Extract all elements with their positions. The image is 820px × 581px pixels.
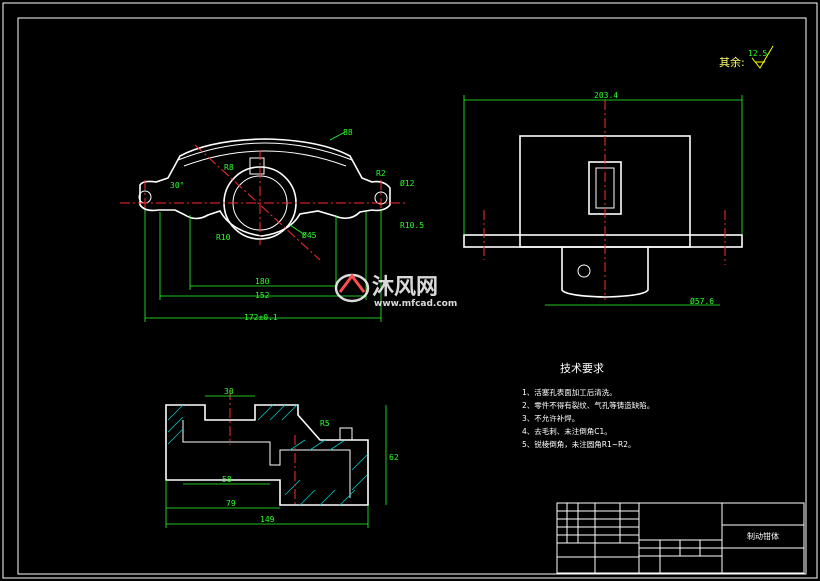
tech-req-item-5: 5、锐棱倒角，未注圆角R1~R2。 xyxy=(522,439,636,449)
section-view: 30 R5 58 79 149 62 xyxy=(165,387,399,528)
side-flange xyxy=(463,234,743,248)
watermark: 沐风网 www.mfcad.com xyxy=(334,273,457,309)
roughness-symbol-icon xyxy=(751,45,774,69)
top-arc-inner xyxy=(183,150,347,167)
dim-79: 79 xyxy=(226,499,236,508)
bleed-boss xyxy=(249,157,265,175)
watermark-logo-icon xyxy=(334,273,370,303)
dim-r8: R8 xyxy=(224,163,234,172)
dim-180: 180 xyxy=(255,277,270,286)
caliper-outline xyxy=(139,138,391,237)
side-cylinder xyxy=(561,247,649,298)
dim-r5: R5 xyxy=(320,419,330,428)
surface-mark-value: 12.5 xyxy=(748,49,767,58)
dim-149: 149 xyxy=(260,515,275,524)
section-outline xyxy=(165,404,369,506)
dim-30b: 30 xyxy=(224,387,234,396)
dim-58: 58 xyxy=(222,475,232,484)
section-fitting xyxy=(339,427,353,441)
hatch-left xyxy=(167,404,298,445)
dim-phi45: Ø45 xyxy=(302,230,317,240)
hatch-right xyxy=(284,439,368,506)
side-port xyxy=(577,264,591,278)
dim-r10-5: R10.5 xyxy=(400,221,424,230)
title-block-part-name: 制动钳体 xyxy=(747,531,779,541)
tech-req-item-1: 1、活塞孔表面加工后清洗。 xyxy=(522,387,617,397)
surface-roughness-mark: 其余: 12.5 xyxy=(719,45,774,69)
dim-88: 88 xyxy=(343,128,353,137)
dim-172: 172±0.1 xyxy=(244,313,278,322)
surface-mark-label: 其余: xyxy=(719,55,745,69)
dim-r10: R10 xyxy=(216,233,231,242)
front-view: 30° 88 R2 R8 Ø12 Ø45 R10 R10.5 180 152 1… xyxy=(120,128,424,322)
dim-r2: R2 xyxy=(376,169,386,178)
watermark-brand: 沐风网 xyxy=(372,275,438,300)
dim-203: 203.4 xyxy=(594,91,618,100)
watermark-url: www.mfcad.com xyxy=(374,299,457,309)
inner-border xyxy=(17,17,807,575)
dim-phi12: Ø12 xyxy=(400,178,415,188)
tech-req-item-4: 4、去毛刺、未注倒角C1。 xyxy=(522,426,612,436)
tech-requirements: 技术要求 1、活塞孔表面加工后清洗。 2、零件不得有裂纹、气孔等铸造缺陷。 3、… xyxy=(522,362,654,449)
tech-req-item-3: 3、不允许补焊。 xyxy=(522,413,579,423)
leader-phi45 xyxy=(289,224,306,236)
dim-30-deg: 30° xyxy=(170,181,184,190)
side-window xyxy=(588,161,622,215)
tech-req-title: 技术要求 xyxy=(560,362,604,375)
dim-phi57: Ø57.6 xyxy=(690,296,714,306)
top-arc xyxy=(177,142,353,161)
section-inner xyxy=(182,420,351,498)
title-block: 制动钳体 xyxy=(556,502,805,574)
tech-req-item-2: 2、零件不得有裂纹、气孔等铸造缺陷。 xyxy=(522,400,654,410)
side-view: 203.4 Ø57.6 xyxy=(463,91,743,306)
dim-62: 62 xyxy=(389,453,399,462)
dim-152: 152 xyxy=(255,291,270,300)
title-block-frame xyxy=(556,502,805,574)
leader-88 xyxy=(329,131,346,141)
